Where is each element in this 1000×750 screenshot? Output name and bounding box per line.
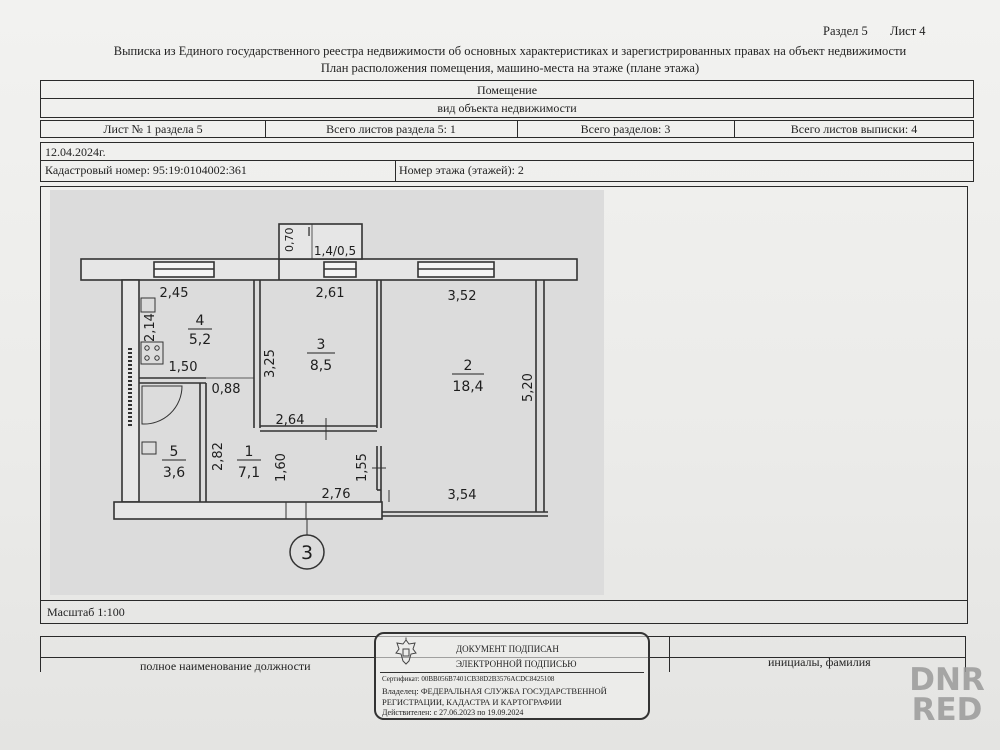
eagle-emblem-icon	[395, 637, 417, 665]
dim-r2-bottom: 3,54	[448, 488, 477, 503]
document-title: Выписка из Единого государственного реес…	[113, 44, 907, 58]
watermark-line1: DNR	[909, 662, 985, 698]
kitchen-sink	[140, 297, 156, 313]
sig-valid: Действителен: с 27.06.2023 по 19.09.2024	[382, 708, 524, 717]
dim-r2-top: 3,52	[448, 289, 477, 304]
bath-door-swing	[141, 385, 183, 425]
dim-r1-side: 1,60	[274, 453, 289, 482]
object-kind: вид объекта недвижимости	[437, 101, 577, 115]
balcony-area: 1,4/0,5	[314, 244, 356, 258]
dim-r4-mid: 1,50	[169, 360, 198, 375]
total-sheets-section: Всего листов раздела 5: 1	[326, 122, 456, 136]
cadastral-number: Кадастровый номер: 95:19:0104002:361	[45, 163, 247, 177]
sheet-info-row: Лист № 1 раздела 5 Всего листов раздела …	[40, 120, 974, 138]
sheet-number: Лист 4	[890, 24, 926, 38]
total-sections: Всего разделов: 3	[580, 122, 671, 136]
dim-r3-top: 2,61	[316, 286, 345, 301]
extract-date: 12.04.2024г.	[45, 145, 106, 159]
room-3-area: 8,5	[310, 358, 332, 374]
dim-r4-step: 0,88	[212, 382, 241, 397]
floor-plan: I 1,4/0,5 0,70 2,45 2,14 1,50 0,88 2,61 …	[50, 190, 604, 595]
balcony-number: I	[307, 225, 311, 239]
object-divider	[41, 98, 973, 99]
apartment-number: 3	[301, 542, 313, 564]
electronic-signature-stamp: ДОКУМЕНТ ПОДПИСАН ЭЛЕКТРОННОЙ ПОДПИСЬЮ С…	[374, 632, 650, 720]
room-4-number: 4	[196, 313, 205, 329]
dim-r5-side: 2,82	[211, 442, 226, 471]
sig-line2: ЭЛЕКТРОННОЙ ПОДПИСЬЮ	[456, 659, 577, 669]
sig-owner1: Владелец: ФЕДЕРАЛЬНАЯ СЛУЖБА ГОСУДАРСТВЕ…	[382, 686, 607, 696]
sig-line1: ДОКУМЕНТ ПОДПИСАН	[456, 644, 559, 654]
plan-frame: Масштаб 1:100	[40, 186, 968, 624]
room-3-number: 3	[317, 337, 326, 353]
document-subtitle: План расположения помещения, машино-мест…	[320, 61, 700, 75]
room-1-area: 7,1	[238, 465, 260, 481]
dim-r3-bottom: 2,64	[276, 413, 305, 428]
watermark-line2: RED	[911, 692, 983, 728]
floor-number: Номер этажа (этажей): 2	[399, 163, 524, 177]
cadastral-box: 12.04.2024г. Кадастровый номер: 95:19:01…	[40, 142, 974, 182]
dim-r3-side: 3,25	[263, 349, 278, 378]
position-label: полное наименование должности	[140, 659, 311, 673]
floor-plan-svg: I 1,4/0,5 0,70 2,45 2,14 1,50 0,88 2,61 …	[80, 223, 578, 570]
balcony-outline	[278, 223, 363, 260]
object-type-box: Помещение вид объекта недвижимости	[40, 80, 974, 118]
initials-label: инициалы, фамилия	[768, 655, 871, 669]
dim-r2-side: 5,20	[521, 373, 536, 402]
dim-r4-side: 2,14	[143, 313, 158, 342]
sig-cert: Сертификат: 00BB056B7401CB38D2B3576ACDC8…	[382, 675, 555, 683]
room-2-area: 18,4	[452, 379, 483, 395]
sink-fixture	[141, 441, 157, 455]
room-2-number: 2	[464, 358, 473, 374]
object-label: Помещение	[476, 83, 538, 97]
dnr-red-watermark: DNR RED	[905, 665, 989, 729]
room-1-number: 1	[245, 444, 254, 460]
room-4-area: 5,2	[189, 332, 211, 348]
balcony-depth: 0,70	[283, 228, 296, 253]
outer-wall-bottom	[113, 501, 383, 520]
dim-r1-right: 1,55	[355, 453, 370, 482]
sig-owner2: РЕГИСТРАЦИИ, КАДАСТРА И КАРТОГРАФИИ	[382, 697, 562, 707]
dim-r4-top: 2,45	[160, 286, 189, 301]
dim-r1-bottom: 2,76	[322, 487, 351, 502]
sheet-no: Лист № 1 раздела 5	[103, 122, 203, 136]
plan-scale: Масштаб 1:100	[47, 605, 125, 619]
room-5-number: 5	[170, 444, 179, 460]
total-sheets-extract: Всего листов выписки: 4	[790, 122, 918, 136]
section-number: Раздел 5	[823, 24, 868, 38]
stove-fixture	[140, 341, 164, 365]
outer-wall-left	[121, 279, 140, 503]
room-5-area: 3,6	[163, 465, 185, 481]
